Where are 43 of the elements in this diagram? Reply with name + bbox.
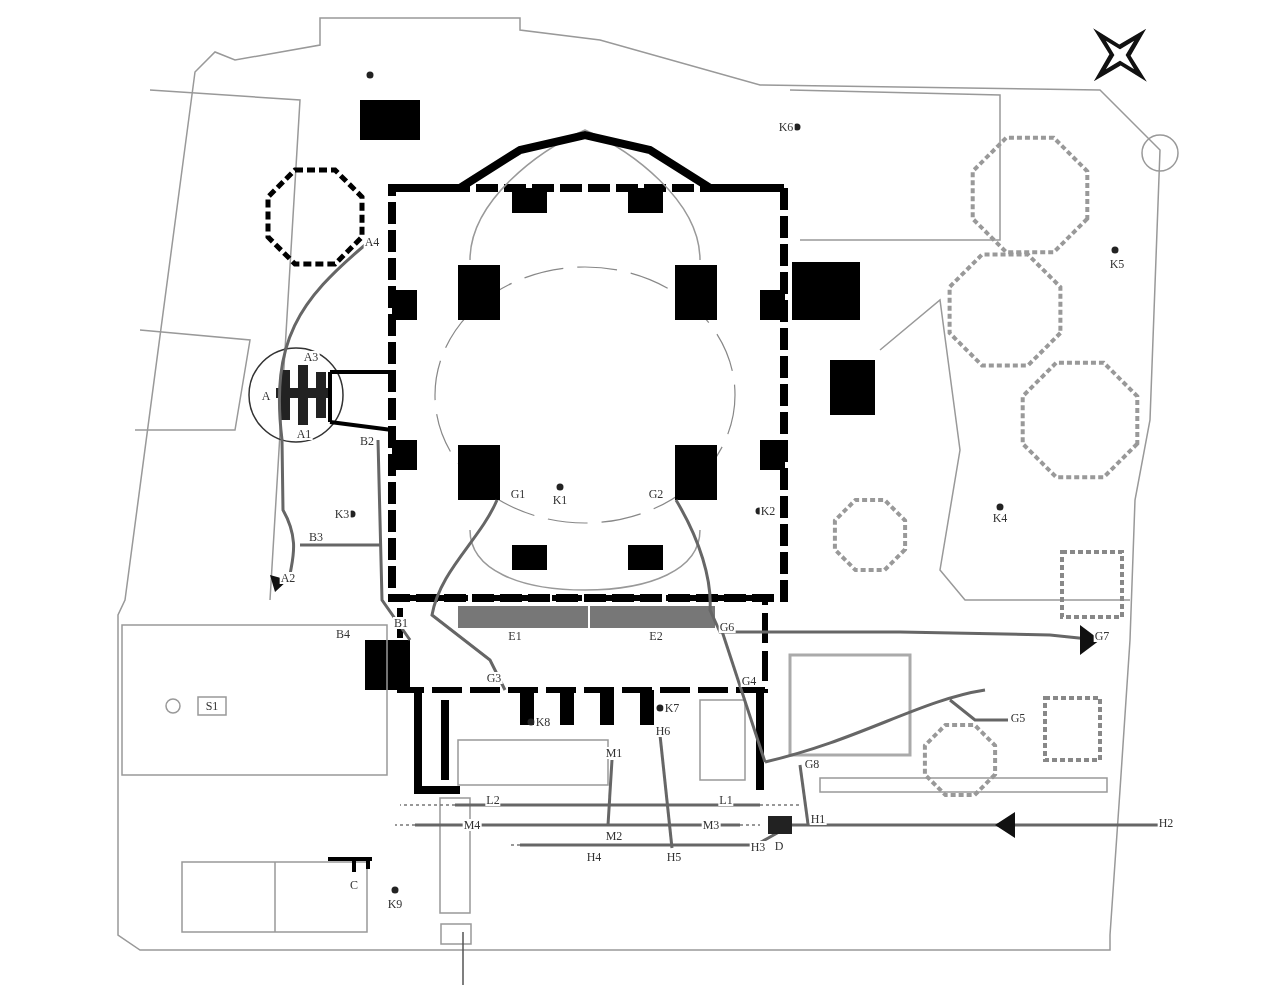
point-label: G4 (740, 675, 758, 687)
point-label: L2 (485, 794, 501, 806)
point-label: K5 (1108, 258, 1126, 270)
point-label: K7 (663, 702, 681, 714)
point-label: M4 (462, 819, 482, 831)
point-label: A3 (302, 351, 320, 363)
point-label: B4 (335, 628, 351, 640)
point-label: A4 (363, 236, 381, 248)
point-label: B2 (359, 435, 375, 447)
point-label: K4 (991, 512, 1009, 524)
point-label: G1 (509, 488, 527, 500)
point-label: H5 (665, 851, 683, 863)
point-label: B3 (308, 531, 324, 543)
point-label: G6 (718, 621, 736, 633)
point-label: K8 (534, 716, 552, 728)
point-label: H2 (1157, 817, 1175, 829)
point-label: S1 (204, 700, 220, 712)
point-label: G7 (1093, 630, 1111, 642)
point-label: K3 (333, 508, 351, 520)
point-label: C (349, 879, 359, 891)
point-label: M2 (604, 830, 624, 842)
point-label: H3 (749, 841, 767, 853)
point-label: K2 (759, 505, 777, 517)
point-label: L1 (718, 794, 734, 806)
point-label: K6 (777, 121, 795, 133)
point-label: G8 (803, 758, 821, 770)
point-label: M1 (604, 747, 624, 759)
point-label: G5 (1009, 712, 1027, 724)
point-label: H6 (654, 725, 672, 737)
point-label: H4 (585, 851, 603, 863)
point-label: H1 (809, 813, 827, 825)
point-label: A (260, 390, 272, 402)
point-label: D (773, 840, 785, 852)
point-label: B1 (393, 617, 409, 629)
point-label: G3 (485, 672, 503, 684)
point-label: K9 (386, 898, 404, 910)
point-label: M3 (701, 819, 721, 831)
point-label: E2 (648, 630, 664, 642)
point-label: E1 (507, 630, 523, 642)
point-label: A1 (295, 428, 313, 440)
point-label: G2 (647, 488, 665, 500)
point-label: K1 (551, 494, 569, 506)
point-label: A2 (279, 572, 297, 584)
